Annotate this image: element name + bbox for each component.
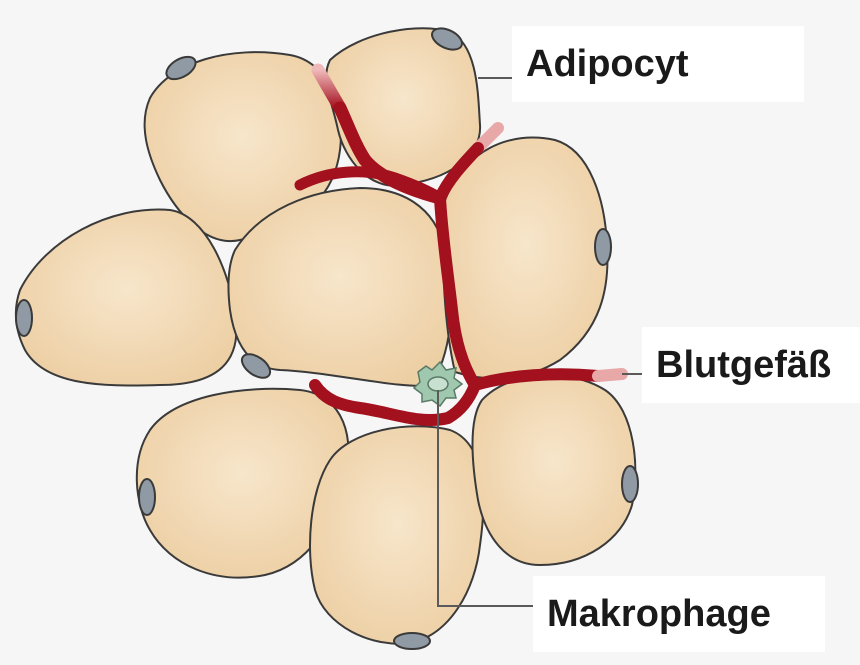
- adipocyte-cell-right: [443, 138, 607, 379]
- adipocyte-cell-top-center: [326, 28, 480, 185]
- label-blood-vessel: Blutgefäß: [642, 327, 860, 403]
- adipocyte-cell-left: [16, 210, 237, 386]
- adipocyte-cells: [16, 28, 636, 643]
- cell-nucleus-icon: [16, 300, 32, 336]
- label-adipocyte-text: Adipocyt: [526, 45, 689, 83]
- adipocyte-cell-bottom-center: [310, 426, 483, 643]
- label-macrophage: Makrophage: [533, 576, 825, 652]
- vessel-stub-right: [598, 374, 622, 376]
- cell-nucleus-icon: [622, 466, 638, 502]
- cell-nucleus-icon: [139, 479, 155, 515]
- label-macrophage-text: Makrophage: [547, 595, 771, 633]
- cell-nucleus-icon: [595, 229, 611, 265]
- adipocyte-cell-bottom-right: [473, 375, 636, 565]
- label-blood-vessel-text: Blutgefäß: [656, 346, 831, 384]
- label-adipocyte: Adipocyt: [512, 26, 804, 102]
- cell-nucleus-icon: [394, 633, 430, 649]
